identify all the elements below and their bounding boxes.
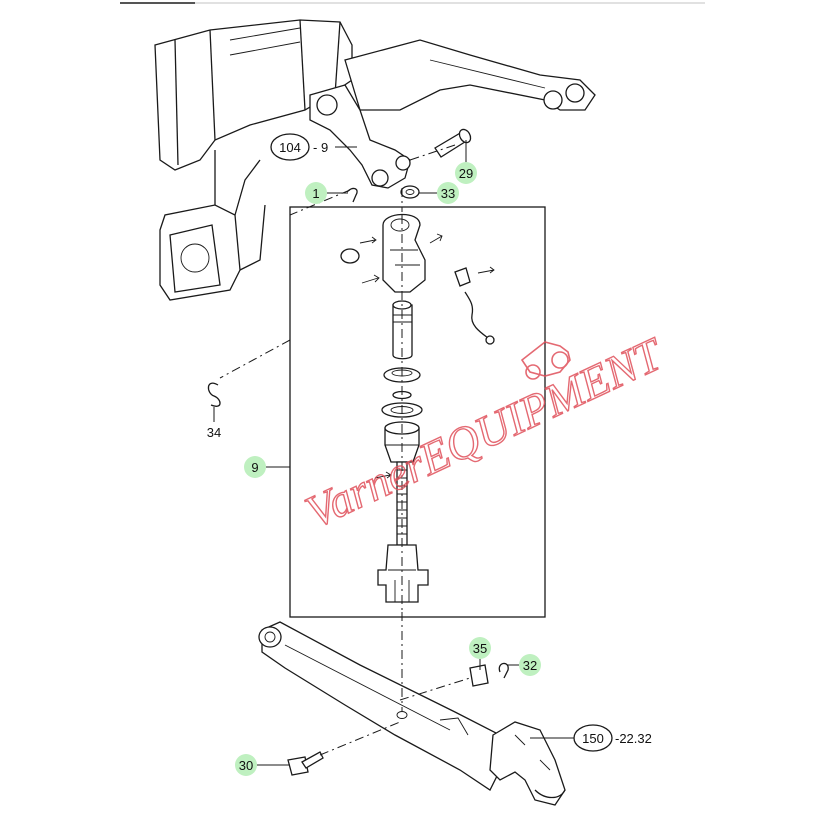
callout-33-number: 33 xyxy=(441,186,455,201)
lift-rod-assembly xyxy=(340,213,495,603)
pin-30 xyxy=(287,751,324,776)
callout-9-number: 9 xyxy=(251,460,258,475)
washer-33 xyxy=(400,185,420,199)
callout-35[interactable]: 35 xyxy=(469,637,491,670)
rear-axle-housing xyxy=(154,19,596,301)
callout-32[interactable]: 32 xyxy=(507,654,541,676)
callout-1-number: 1 xyxy=(312,186,319,201)
callout-34[interactable]: 34 xyxy=(207,407,221,440)
callout-29-number: 29 xyxy=(459,166,473,181)
callout-33[interactable]: 33 xyxy=(419,182,459,204)
lower-link-arm xyxy=(258,621,566,806)
callout-35-number: 35 xyxy=(473,641,487,656)
watermark-text: VarnerEQUIPMENT xyxy=(298,327,672,538)
callout-32-number: 32 xyxy=(523,658,537,673)
callout-150[interactable]: 150 -22.32 xyxy=(530,724,652,752)
tractor-logo xyxy=(520,341,571,380)
callout-1[interactable]: 1 xyxy=(305,182,348,204)
callout-104[interactable]: 104 - 9 xyxy=(270,133,357,161)
callout-34-number: 34 xyxy=(207,425,221,440)
callout-30[interactable]: 30 xyxy=(235,754,290,776)
callout-104-suffix: - 9 xyxy=(313,140,328,155)
callout-104-number: 104 xyxy=(279,140,301,155)
s-hook-34 xyxy=(207,382,221,407)
assembly-box xyxy=(289,206,546,618)
callout-150-suffix: -22.32 xyxy=(615,731,652,746)
callout-30-number: 30 xyxy=(239,758,253,773)
callout-150-number: 150 xyxy=(582,731,604,746)
pin-29 xyxy=(434,128,472,158)
callout-29[interactable]: 29 xyxy=(455,140,477,184)
clip-32 xyxy=(498,662,509,679)
callout-9[interactable]: 9 xyxy=(244,456,290,478)
watermark: VarnerEQUIPMENT xyxy=(297,326,673,538)
plate-35 xyxy=(469,664,489,687)
